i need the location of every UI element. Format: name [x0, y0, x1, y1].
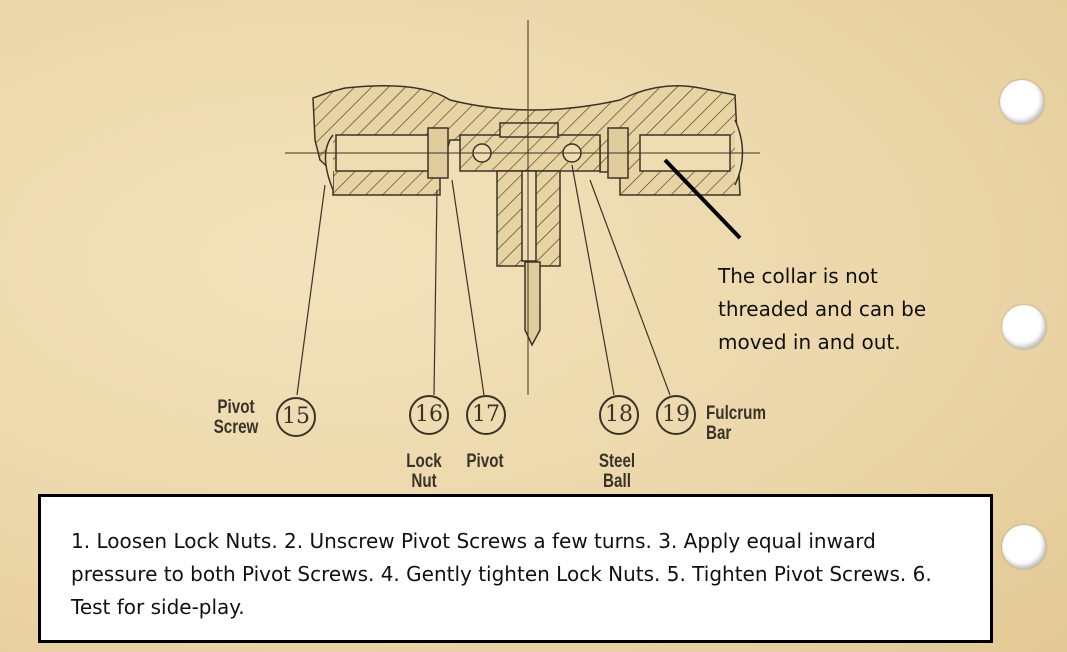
top-cap	[499, 122, 559, 138]
stem-bore	[521, 170, 537, 262]
instructions-text: 1. Loosen Lock Nuts. 2. Unscrew Pivot Sc…	[71, 529, 932, 619]
part-number-16: 16	[409, 395, 449, 435]
collar-annotation: The collar is not threaded and can be mo…	[718, 264, 927, 354]
binder-hole	[1002, 305, 1046, 349]
part-number-19: 19	[656, 395, 696, 435]
label-pivot-screw: Pivot Screw	[213, 397, 259, 438]
label-steel-ball: Steel Ball	[598, 451, 636, 492]
instructions-box: 1. Loosen Lock Nuts. 2. Unscrew Pivot Sc…	[38, 494, 993, 643]
part-number-17: 17	[466, 395, 506, 435]
binder-hole	[1002, 525, 1046, 569]
part-number-15: 15	[276, 397, 316, 437]
needle	[524, 261, 541, 347]
pivot-screw-head-left	[324, 134, 334, 191]
label-fulcrum-bar: Fulcrum Bar	[706, 403, 766, 444]
collar-pointer	[663, 158, 742, 240]
binder-hole	[1000, 80, 1044, 124]
label-lock-nut: Lock Nut	[406, 451, 442, 492]
part-number-18: 18	[599, 395, 639, 435]
label-pivot: Pivot	[466, 451, 504, 472]
